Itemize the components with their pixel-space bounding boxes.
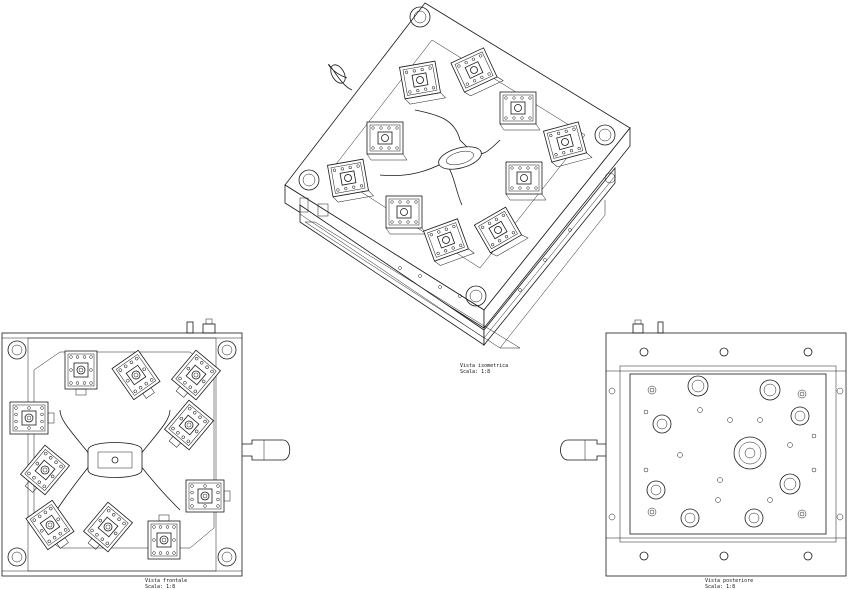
front-view-title: Vista frontale [145, 578, 188, 584]
rear-view-scale: Scala: 1:8 [705, 584, 736, 590]
front-view-scale: Scala: 1:8 [145, 584, 176, 590]
isometric-view [284, 2, 631, 349]
front-view-caption: Vista frontale Scala: 1:8 [145, 578, 187, 590]
front-view [1, 318, 291, 577]
rear-view-caption: Vista posteriore Scala: 1:8 [705, 578, 753, 590]
rear-view [560, 319, 847, 577]
rear-view-title: Vista posteriore [705, 578, 754, 584]
iso-view-scale: Scala: 1:8 [460, 369, 491, 375]
iso-view-title: Vista isometrica [460, 363, 509, 369]
iso-view-caption: Vista isometrica Scala: 1:8 [460, 363, 508, 375]
